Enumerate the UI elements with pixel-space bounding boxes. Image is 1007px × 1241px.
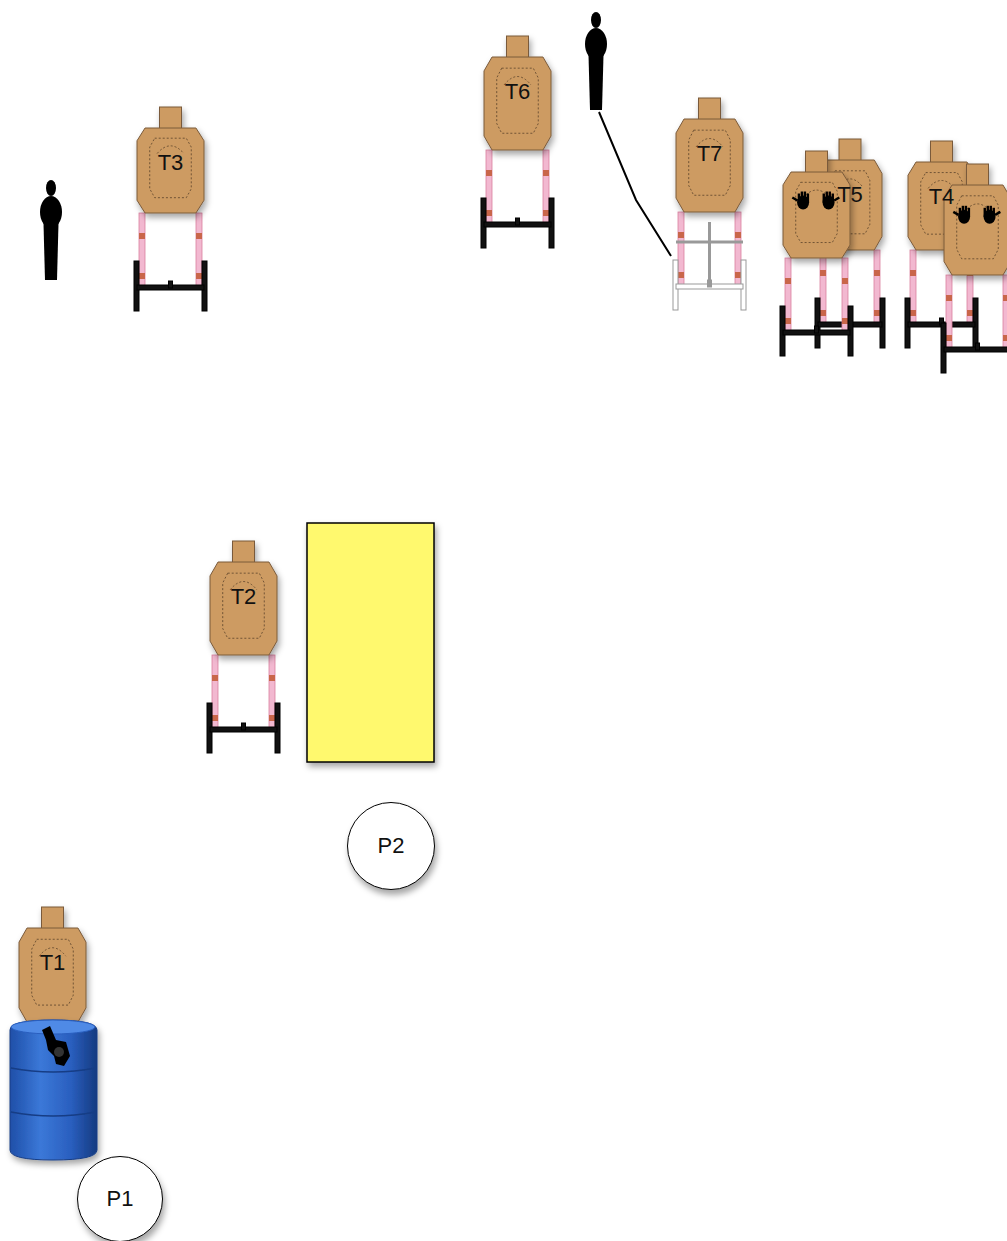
target-stands [21, 150, 978, 1042]
target-label: T5 [818, 160, 882, 208]
target-label: T6 [484, 57, 551, 105]
target-label: P1 [107, 1186, 134, 1212]
target: T1 [19, 928, 86, 1022]
target: T6 [484, 57, 551, 150]
target-label: P2 [378, 833, 405, 859]
target-label: T2 [210, 562, 277, 610]
revolver-icon [42, 1026, 70, 1066]
shooting-position: P2 [347, 802, 435, 890]
yellow-barricade [307, 523, 434, 762]
shooting-position: P1 [77, 1156, 163, 1241]
target: T3 [137, 128, 204, 213]
target-label: T1 [19, 928, 86, 976]
blue-barrel [10, 1020, 97, 1160]
shooter-silhouette [585, 12, 607, 110]
target-label: T7 [676, 119, 743, 167]
target: T2 [210, 562, 277, 655]
target: T7 [676, 119, 743, 212]
activation-cable [599, 112, 671, 256]
target-label: T4 [908, 162, 975, 210]
no-shoot-targets [780, 151, 1007, 373]
shooter-silhouette [40, 180, 62, 280]
target-label: T3 [137, 128, 204, 176]
